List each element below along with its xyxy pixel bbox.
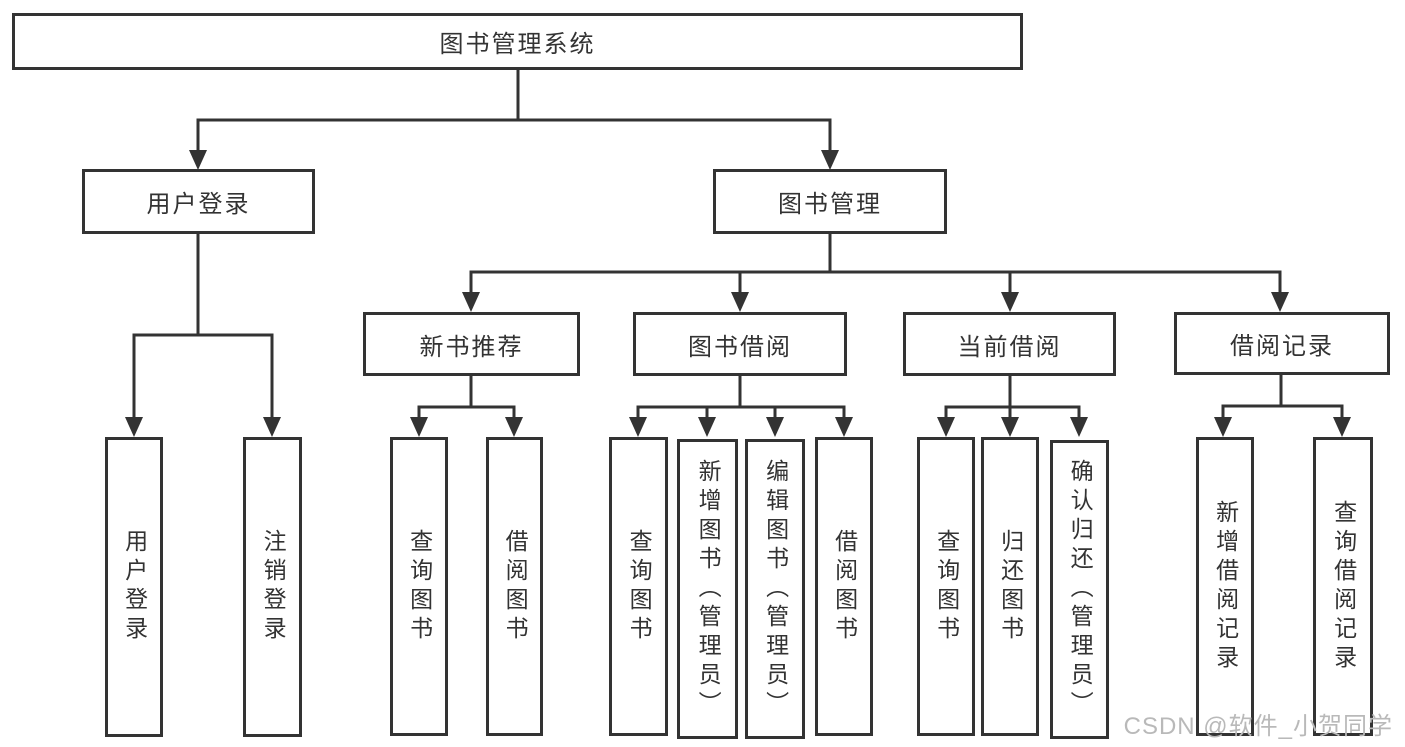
leaf-borrow-books-label: 借阅图书 <box>831 528 858 645</box>
leaf-borrow-books: 借阅图书 <box>815 437 873 736</box>
connector-root-to-level2 <box>189 69 839 170</box>
leaf-edit-books-admin: 编辑图书（管理员） <box>745 439 805 739</box>
leaf-borrow-books-recommend-label: 借阅图书 <box>502 528 529 645</box>
node-user-login-label: 用户登录 <box>146 191 251 218</box>
csdn-watermark: CSDN @软件_小贺同学 <box>1123 713 1393 740</box>
leaf-query-books-borrow-label: 查询图书 <box>626 528 653 645</box>
connector-user-login-group <box>125 234 281 437</box>
connector-book-borrow-group <box>629 376 853 437</box>
leaf-add-borrow-record-label: 新增借阅记录 <box>1212 499 1239 674</box>
node-borrow-records-label: 借阅记录 <box>1230 333 1334 360</box>
leaf-logout-label: 注销登录 <box>260 529 287 645</box>
leaf-confirm-return-admin: 确认归还（管理员） <box>1050 440 1109 739</box>
leaf-query-books-borrow: 查询图书 <box>609 437 668 736</box>
leaf-query-books-recommend-label: 查询图书 <box>406 528 433 645</box>
node-book-borrow-label: 图书借阅 <box>688 333 792 361</box>
connector-current-borrow-group <box>937 376 1088 437</box>
node-borrow-records: 借阅记录 <box>1174 312 1390 375</box>
leaf-user-login: 用户登录 <box>105 437 163 737</box>
leaf-query-books-current-label: 查询图书 <box>933 528 960 645</box>
leaf-query-books-recommend: 查询图书 <box>390 437 448 736</box>
leaf-query-borrow-record-label: 查询借阅记录 <box>1330 499 1357 674</box>
leaf-borrow-books-recommend: 借阅图书 <box>486 437 543 736</box>
leaf-confirm-return-admin-label: 确认归还（管理员） <box>1067 459 1094 720</box>
leaf-add-borrow-record: 新增借阅记录 <box>1196 437 1254 736</box>
connector-book-management-to-level3 <box>462 234 1289 312</box>
node-book-management: 图书管理 <box>713 169 947 234</box>
leaf-query-borrow-record: 查询借阅记录 <box>1313 437 1373 736</box>
leaf-add-books-admin: 新增图书（管理员） <box>677 439 738 739</box>
connector-borrow-records-group <box>1214 375 1351 437</box>
node-new-book-recommend-label: 新书推荐 <box>419 333 524 361</box>
node-current-borrow: 当前借阅 <box>903 312 1116 376</box>
leaf-return-books-label: 归还图书 <box>997 528 1024 645</box>
connector-new-book-recommend-group <box>410 376 523 437</box>
leaf-logout: 注销登录 <box>243 437 302 737</box>
leaf-return-books: 归还图书 <box>981 437 1039 736</box>
leaf-add-books-admin-label: 新增图书（管理员） <box>695 458 722 720</box>
node-book-management-label: 图书管理 <box>778 191 882 218</box>
node-root-library-management-system: 图书管理系统 <box>12 13 1023 70</box>
node-root-label: 图书管理系统 <box>439 31 596 58</box>
leaf-edit-books-admin-label: 编辑图书（管理员） <box>762 458 789 720</box>
node-user-login: 用户登录 <box>82 169 315 234</box>
node-current-borrow-label: 当前借阅 <box>957 333 1062 361</box>
leaf-user-login-label: 用户登录 <box>121 529 148 645</box>
leaf-query-books-current: 查询图书 <box>917 437 975 736</box>
node-new-book-recommend: 新书推荐 <box>363 312 580 376</box>
node-book-borrow: 图书借阅 <box>633 312 847 376</box>
